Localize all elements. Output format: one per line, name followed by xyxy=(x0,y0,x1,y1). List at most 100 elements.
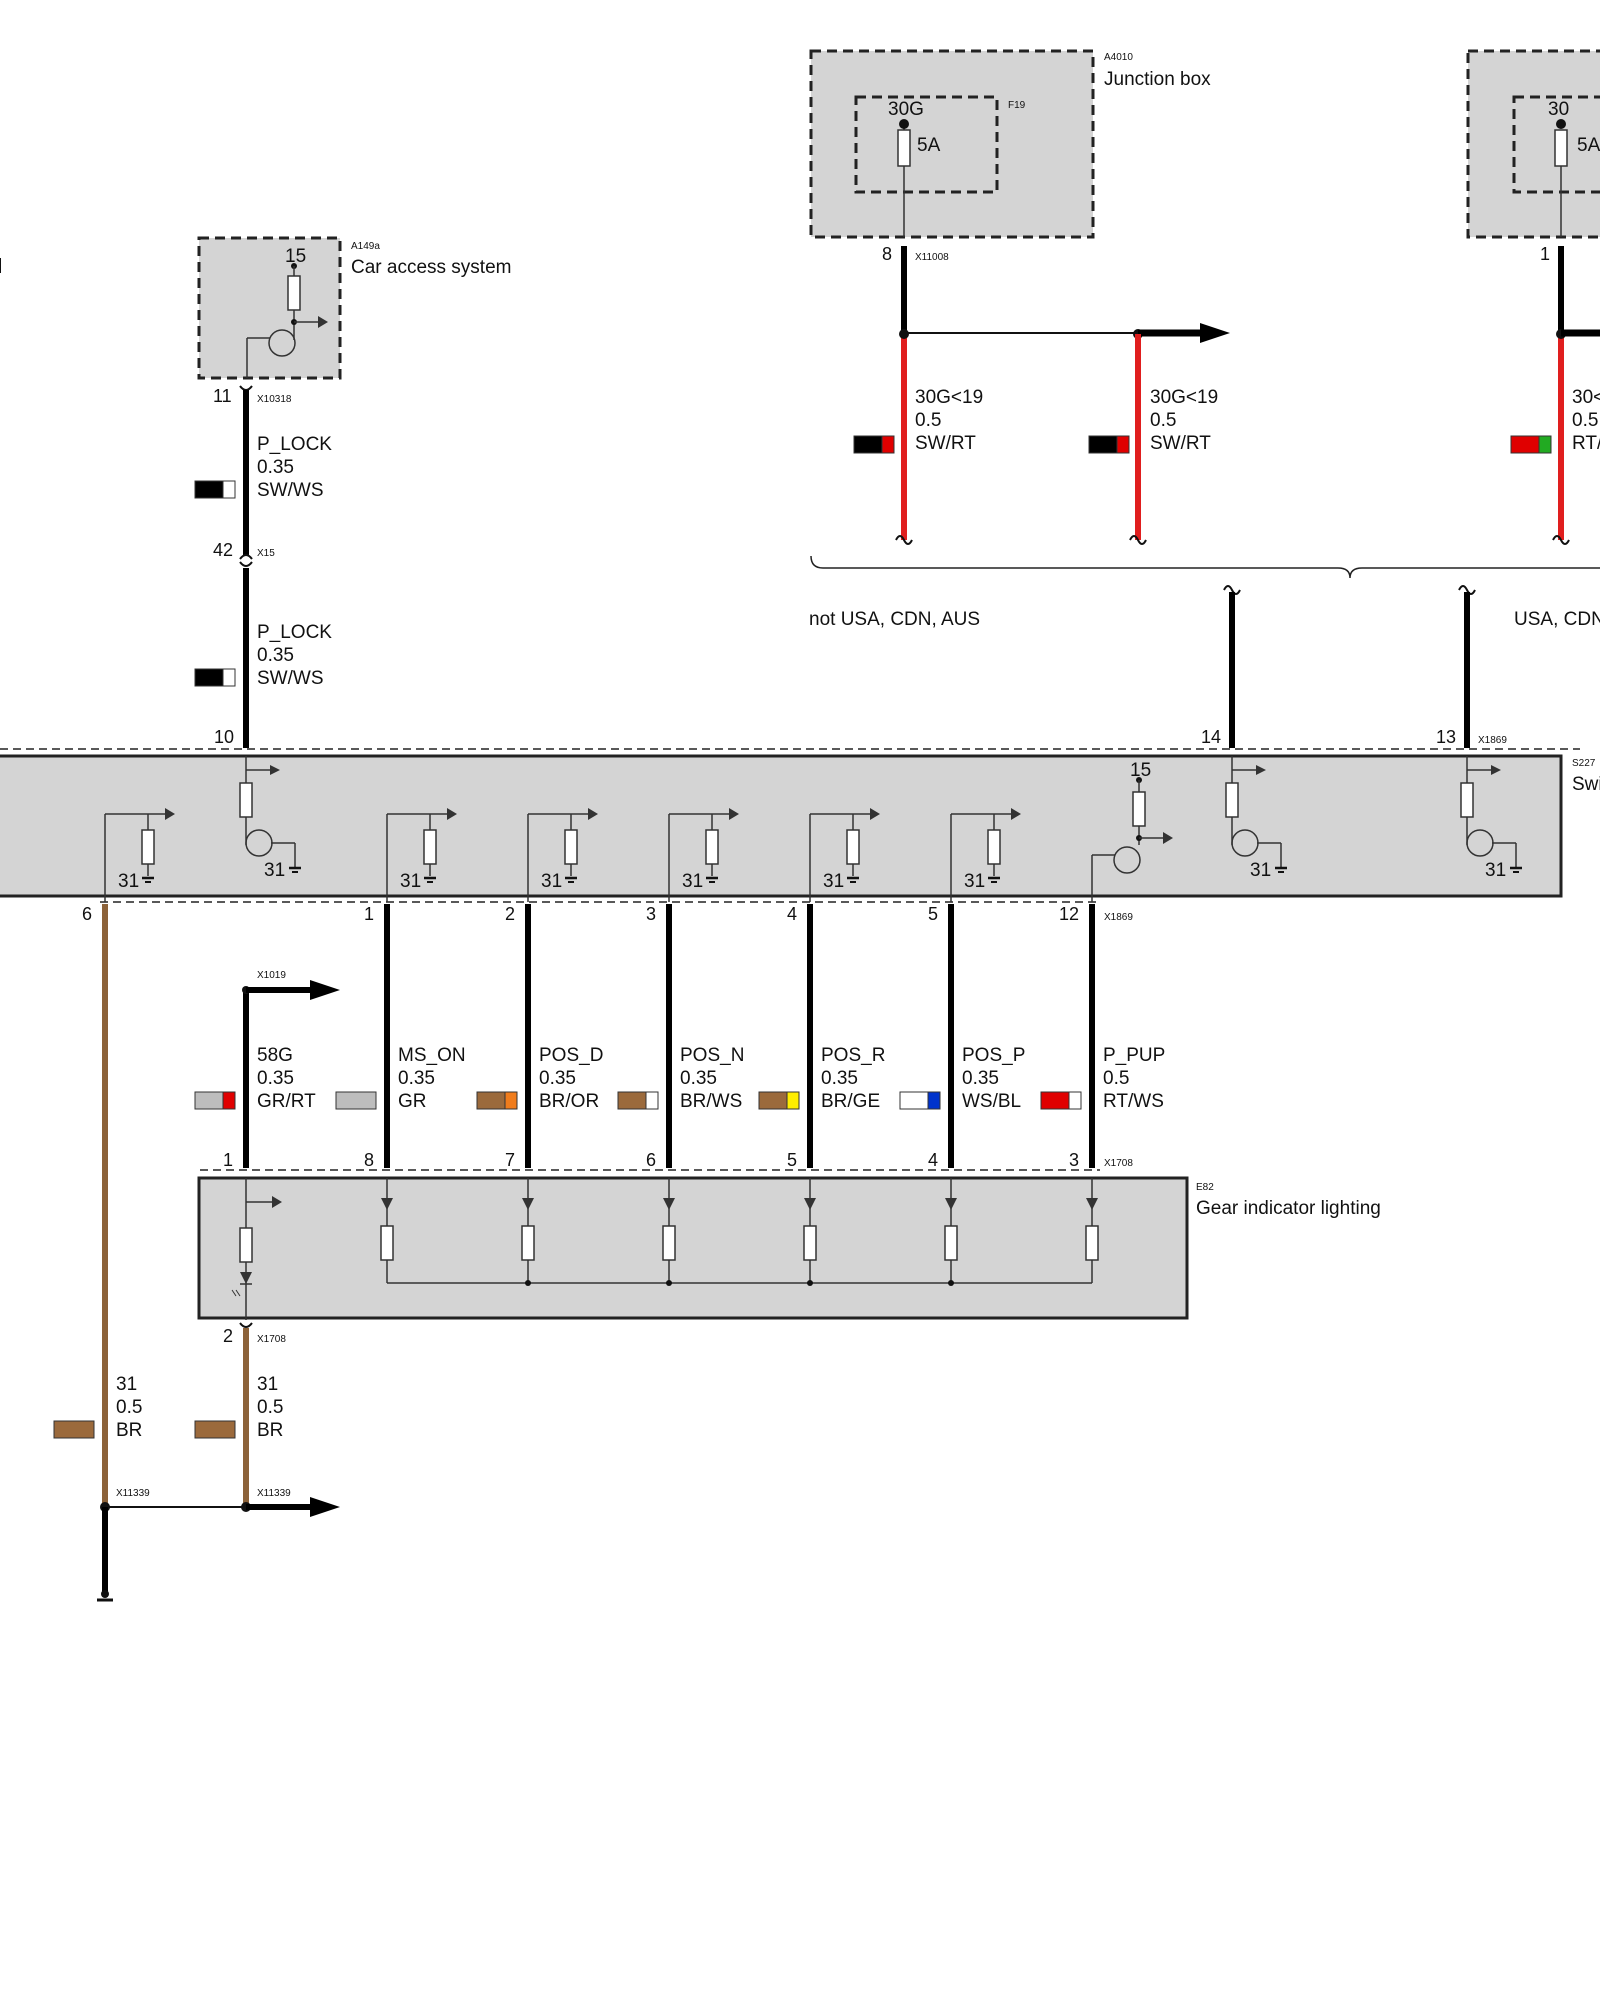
wire-pos-r-color: BR/GE xyxy=(821,1091,880,1112)
pin-sw-14: 14 xyxy=(1201,727,1221,747)
pin-gi-5: 5 xyxy=(787,1150,797,1170)
junction-box: 30G 5A F19 A4010 Junction box xyxy=(809,49,1211,239)
car-access-system: 15 A149a Car access system xyxy=(197,236,511,380)
wire-gnd-a-color: BR xyxy=(116,1420,142,1441)
gi-code: E82 xyxy=(1196,1182,1214,1193)
wire-jb-c-color: RT/ xyxy=(1572,433,1600,454)
wire-p-pup-signal: P_PUP xyxy=(1103,1045,1165,1066)
pin-sw-6: 6 xyxy=(82,904,92,924)
pin-gi-8: 8 xyxy=(364,1150,374,1170)
plock-wires: 11 X10318 P_LOCK 0.35 SW/WS 42 X15 P_LOC… xyxy=(194,385,332,748)
switch-code: S227 xyxy=(1572,758,1596,769)
wire-plock-1-color: SW/WS xyxy=(257,480,324,501)
cas-name: Car access system xyxy=(351,257,511,278)
variant-right-label: USA, CDN xyxy=(1514,609,1600,630)
jb-terminal: 30G xyxy=(888,99,924,120)
wire-58g-signal: 58G xyxy=(257,1045,293,1066)
ground-label-9: 31 xyxy=(964,871,985,892)
wire-plock-1-size: 0.35 xyxy=(257,457,294,478)
wire-ms-on-signal: MS_ON xyxy=(398,1045,466,1066)
wire-jb-b-size: 0.5 xyxy=(1150,410,1176,431)
ground-label-5: 31 xyxy=(400,871,421,892)
jb-code: A4010 xyxy=(1104,52,1133,63)
pin-x15-42: 42 xyxy=(213,540,233,560)
wire-pos-p-color: WS/BL xyxy=(962,1091,1021,1112)
wire-jb-a-size: 0.5 xyxy=(915,410,941,431)
wire-pos-n-size: 0.35 xyxy=(680,1068,717,1089)
jb2-terminal: 30 xyxy=(1548,99,1569,120)
ground-label-3: 31 xyxy=(1485,860,1506,881)
jb-name: Junction box xyxy=(1104,69,1211,90)
wire-p-pup-color: RT/WS xyxy=(1103,1091,1164,1112)
pin-jb2-1: 1 xyxy=(1540,244,1550,264)
switch-name: Swi xyxy=(1572,774,1600,795)
pin-gi-3: 3 xyxy=(1069,1150,1079,1170)
jb-fuse-code: F19 xyxy=(1008,100,1026,111)
connector-x11008: X11008 xyxy=(915,252,949,263)
wire-plock-2-size: 0.35 xyxy=(257,645,294,666)
wire-jb-a-color: SW/RT xyxy=(915,433,976,454)
wire-pos-r-signal: POS_R xyxy=(821,1045,885,1066)
connector-x10318: X10318 xyxy=(257,394,292,405)
wire-jb-c-size: 0.5 xyxy=(1572,410,1598,431)
cas-code: A149a xyxy=(351,241,380,252)
wire-jb-a-signal: 30G<19 xyxy=(915,387,983,408)
cas-terminal: 15 xyxy=(285,246,306,267)
gear-indicator-module: E82 Gear indicator lighting 1 8 7 6 5 4 … xyxy=(197,1150,1381,1346)
wire-58g-size: 0.35 xyxy=(257,1068,294,1089)
pin-sw-1: 1 xyxy=(364,904,374,924)
wire-pos-d-signal: POS_D xyxy=(539,1045,603,1066)
pin-gi-1: 1 xyxy=(223,1150,233,1170)
wire-plock-1-signal: P_LOCK xyxy=(257,434,332,455)
connector-x1869: X1869 xyxy=(1478,735,1507,746)
jb2-fuse-rating: 5A xyxy=(1577,135,1600,156)
pin-gi-2: 2 xyxy=(223,1326,233,1346)
wire-pos-n-signal: POS_N xyxy=(680,1045,744,1066)
jb-fuse-rating: 5A xyxy=(917,135,941,156)
signal-wires: X1019 58G 0.35 GR/RT MS_ON 0.35 GR POS_D… xyxy=(102,904,1165,1508)
pin-sw-12: 12 xyxy=(1059,904,1079,924)
wire-plock-2-signal: P_LOCK xyxy=(257,622,332,643)
pin-gi-7: 7 xyxy=(505,1150,515,1170)
variant-brace: not USA, CDN, AUS USA, CDN xyxy=(809,555,1600,748)
wire-pos-d-size: 0.35 xyxy=(539,1068,576,1089)
pin-jb-8: 8 xyxy=(882,244,892,264)
connector-x15: X15 xyxy=(257,548,275,559)
wire-p-pup-size: 0.5 xyxy=(1103,1068,1129,1089)
ground-label-7: 31 xyxy=(682,871,703,892)
ground-wires: 31 0.5 BR 31 0.5 BR X11339 X11339 xyxy=(53,1322,340,1602)
ground-label-1: 31 xyxy=(264,860,285,881)
pin-sw-4: 4 xyxy=(787,904,797,924)
pin-sw-13: 13 xyxy=(1436,727,1456,747)
gi-name: Gear indicator lighting xyxy=(1196,1198,1381,1219)
ground-label-4: 31 xyxy=(118,871,139,892)
ground-label-8: 31 xyxy=(823,871,844,892)
wire-gnd-b-size: 0.5 xyxy=(257,1397,283,1418)
connector-x1708-bottom: X1708 xyxy=(257,1334,286,1345)
ground-label-2: 31 xyxy=(1250,860,1271,881)
wire-pos-n-color: BR/WS xyxy=(680,1091,742,1112)
connector-x11339-a: X11339 xyxy=(116,1488,150,1499)
wire-pos-r-size: 0.35 xyxy=(821,1068,858,1089)
wire-pos-p-signal: POS_P xyxy=(962,1045,1025,1066)
wire-jb-b-color: SW/RT xyxy=(1150,433,1211,454)
connector-x1708: X1708 xyxy=(1104,1158,1133,1169)
connector-x11339-b: X11339 xyxy=(257,1488,291,1499)
connector-x1019: X1019 xyxy=(257,970,286,981)
wire-ms-on-color: GR xyxy=(398,1091,427,1112)
wire-58g-color: GR/RT xyxy=(257,1091,316,1112)
wire-jb-b-signal: 30G<19 xyxy=(1150,387,1218,408)
wire-pos-p-size: 0.35 xyxy=(962,1068,999,1089)
pin-sw-5: 5 xyxy=(928,904,938,924)
jb-wires: 8 X11008 30G<19 0.5 SW/RT 30G<19 0.5 SW/… xyxy=(853,244,1600,545)
wire-gnd-a-size: 0.5 xyxy=(116,1397,142,1418)
switch-terminal: 15 xyxy=(1130,760,1151,781)
switch-module: S227 Swi 10 14 13 X1869 31 31 xyxy=(0,727,1600,924)
connector-x1869-bottom: X1869 xyxy=(1104,912,1133,923)
ground-label-6: 31 xyxy=(541,871,562,892)
wire-plock-2-color: SW/WS xyxy=(257,668,324,689)
pin-gi-6: 6 xyxy=(646,1150,656,1170)
pin-gi-4: 4 xyxy=(928,1150,938,1170)
wire-pos-d-color: BR/OR xyxy=(539,1091,599,1112)
